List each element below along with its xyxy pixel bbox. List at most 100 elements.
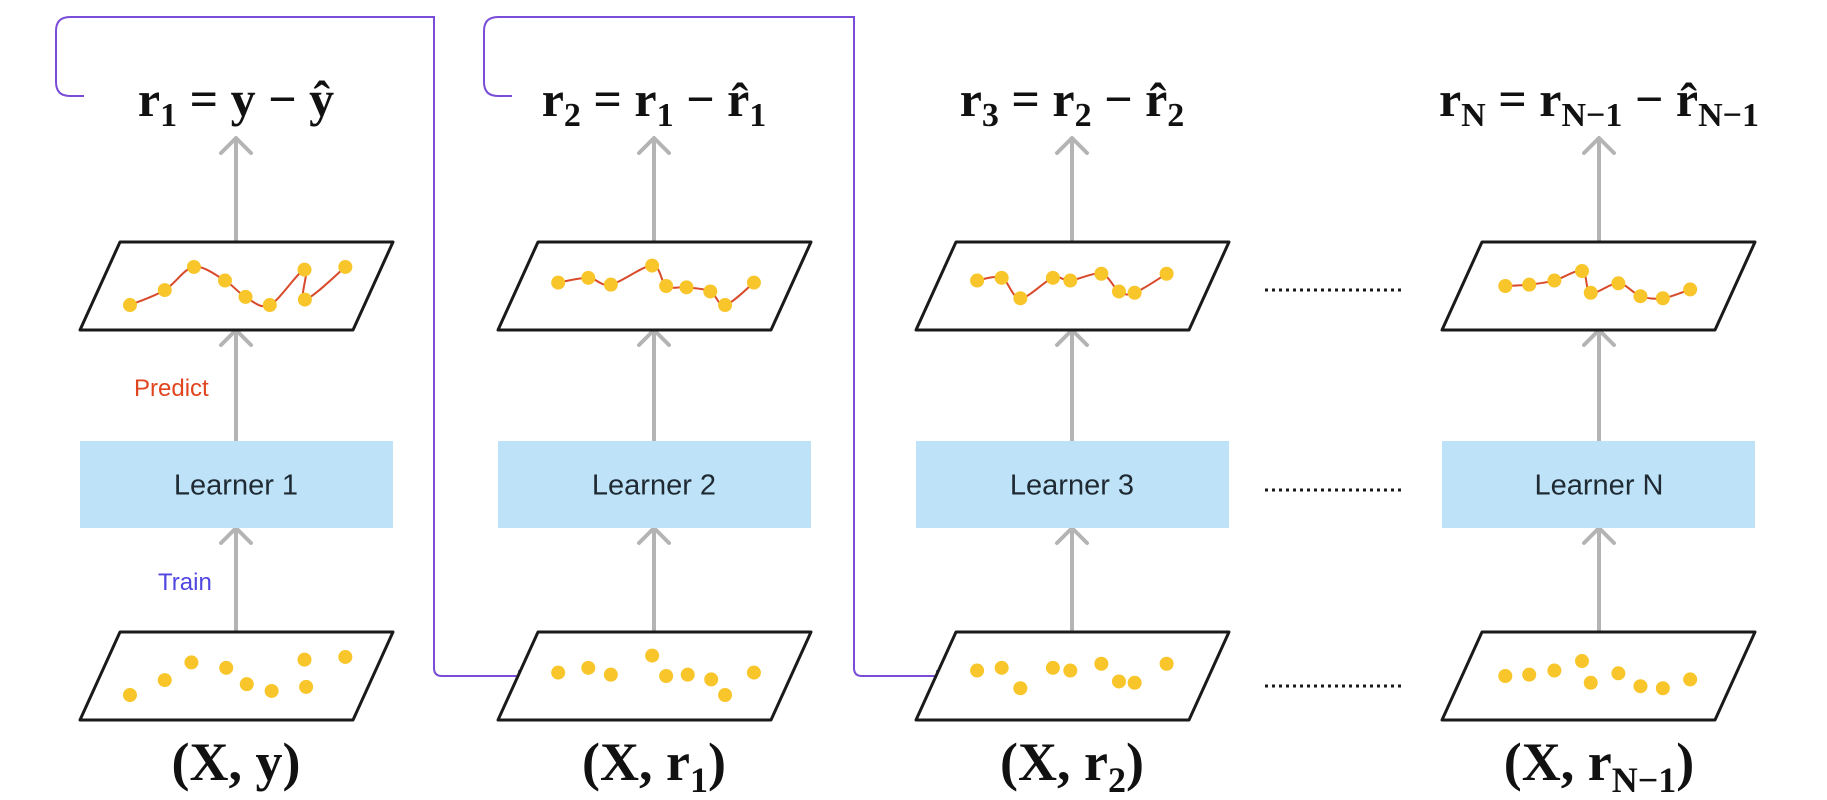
prediction-point-1-5 [238, 289, 253, 304]
eq-rhs2-2: r̂ [727, 71, 749, 127]
input-target-sub-3: 2 [1108, 760, 1126, 800]
learner-box-1 [80, 441, 393, 528]
eq-rhs1-sub-2: 1 [657, 97, 674, 134]
eq-rhs1-1: y [231, 71, 256, 127]
training-point-4-1 [1498, 669, 1513, 683]
training-point-3-6 [1094, 656, 1109, 671]
training-point-2-5 [659, 669, 674, 683]
input-label-1: (X, y) [172, 732, 301, 792]
prediction-point-4-5 [1583, 285, 1598, 300]
training-point-1-1 [122, 688, 137, 703]
prediction-point-1-9 [338, 259, 353, 274]
training-point-4-6 [1611, 666, 1626, 681]
training-point-1-6 [264, 683, 279, 698]
prediction-plane-4 [1440, 240, 1757, 332]
prediction-point-4-9 [1683, 282, 1698, 297]
training-plane-1 [78, 630, 395, 722]
input-label-4: (X, rN−1) [1504, 732, 1694, 800]
input-open-paren-3: ( [1000, 732, 1018, 792]
prediction-point-2-7 [703, 284, 718, 299]
input-close-paren-4: ) [1676, 732, 1694, 792]
training-point-2-1 [551, 665, 566, 680]
prediction-point-4-8 [1655, 291, 1670, 306]
training-point-2-7 [704, 672, 719, 687]
learner-label-2: Learner 2 [592, 470, 716, 502]
training-point-3-8 [1127, 675, 1142, 690]
text-layer: Learner 1r1 = y − ŷ(X, y)Learner 2r2 = r… [134, 71, 1759, 800]
training-point-2-2 [581, 660, 596, 675]
prediction-point-3-2 [994, 270, 1009, 285]
prediction-point-2-9 [746, 275, 761, 290]
eq-rhs2-1: ŷ [309, 71, 334, 127]
training-plane-4 [1440, 630, 1757, 722]
residual-equation-3: r3 = r2 − r̂2 [960, 71, 1185, 134]
training-point-1-9 [297, 652, 312, 667]
training-point-2-6 [680, 667, 695, 682]
eq-rhs2-4: r̂ [1676, 71, 1698, 127]
training-point-3-5 [1063, 663, 1078, 678]
training-point-1-5 [239, 677, 254, 692]
training-plane-2 [496, 630, 813, 722]
residual-equation-2: r2 = r1 − r̂1 [542, 71, 767, 134]
learner-box-2 [498, 441, 811, 528]
eq-lhs-sub-1: 1 [160, 97, 177, 134]
prediction-point-2-2 [581, 270, 596, 285]
training-point-3-2 [994, 660, 1009, 675]
eq-rhs1-sub-3: 2 [1075, 97, 1092, 134]
prediction-point-3-6 [1094, 266, 1109, 281]
prediction-point-2-3 [603, 277, 618, 292]
prediction-point-1-1 [122, 298, 137, 313]
eq-lhs-2: r [542, 71, 564, 127]
prediction-point-2-5 [659, 279, 674, 293]
prediction-point-2-1 [551, 275, 566, 290]
prediction-point-2-8 [718, 298, 733, 313]
input-close-paren-3: ) [1126, 732, 1144, 792]
input-x-1: X [190, 732, 229, 792]
training-point-3-1 [970, 663, 985, 678]
training-point-2-3 [603, 667, 618, 682]
eq-rhs1-sub-4: N−1 [1561, 97, 1622, 134]
eq-rhs2-sub-4: N−1 [1698, 97, 1759, 134]
training-point-3-3 [1013, 681, 1028, 696]
learner-label-1: Learner 1 [174, 470, 298, 502]
prediction-point-2-6 [679, 280, 694, 295]
prediction-point-1-8 [297, 292, 312, 307]
input-target-sub-2: 1 [690, 760, 708, 800]
eq-rhs2-sub-2: 1 [749, 97, 766, 134]
input-target-1: y [256, 732, 283, 792]
training-point-4-8 [1655, 681, 1670, 696]
prediction-point-3-5 [1063, 273, 1078, 288]
training-point-1-4 [219, 660, 234, 675]
input-target-2: r [666, 732, 690, 792]
prediction-point-2-4 [645, 258, 660, 273]
input-comma-1: , [229, 732, 256, 792]
eq-lhs-sub-3: 3 [982, 97, 999, 134]
prediction-point-1-7 [297, 262, 312, 277]
eq-lhs-1: r [138, 71, 160, 127]
predict-label: Predict [134, 375, 209, 402]
prediction-plane-1 [78, 240, 395, 332]
input-target-3: r [1084, 732, 1108, 792]
eq-equals-1: = [177, 71, 231, 127]
prediction-point-3-1 [970, 273, 985, 288]
residual-feedback-line-2 [483, 16, 940, 677]
eq-equals-4: = [1486, 71, 1540, 127]
training-point-3-4 [1045, 660, 1060, 675]
eq-minus-3: − [1092, 71, 1146, 127]
train-label: Train [158, 569, 212, 596]
prediction-point-4-3 [1547, 273, 1562, 288]
input-target-sub-4: N−1 [1612, 760, 1677, 800]
eq-rhs2-sub-3: 2 [1167, 97, 1184, 134]
input-label-3: (X, r2) [1000, 732, 1144, 800]
prediction-point-3-8 [1127, 285, 1142, 300]
training-point-4-4 [1575, 654, 1589, 669]
prediction-point-4-4 [1575, 264, 1589, 279]
input-close-paren-2: ) [708, 732, 726, 792]
input-x-2: X [600, 732, 639, 792]
prediction-point-4-2 [1522, 277, 1537, 292]
eq-lhs-3: r [960, 71, 982, 127]
training-point-4-5 [1583, 675, 1598, 690]
input-label-2: (X, r1) [582, 732, 726, 800]
training-point-1-7 [299, 679, 314, 694]
